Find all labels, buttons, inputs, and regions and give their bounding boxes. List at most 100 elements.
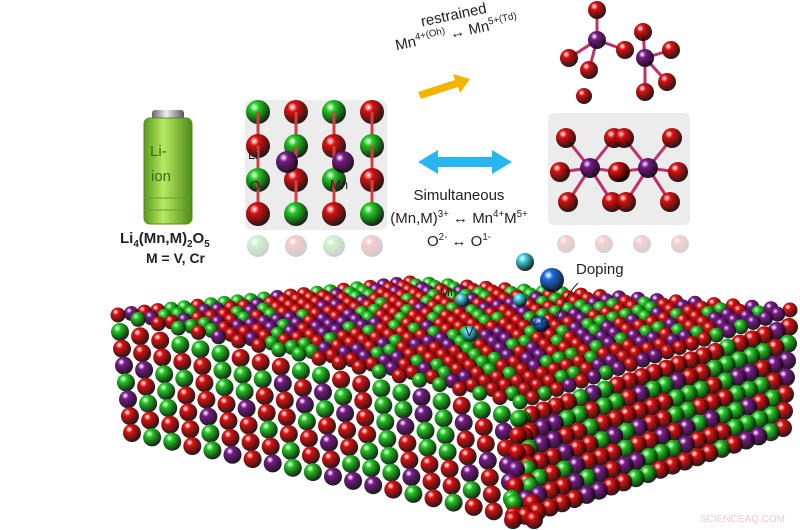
oxygen-atom xyxy=(576,88,592,104)
oxygen-atom xyxy=(671,235,689,253)
battery-icon xyxy=(143,110,193,225)
oxygen-atom xyxy=(509,426,527,445)
manganese-atom xyxy=(745,315,761,330)
lithium-atom xyxy=(374,396,393,415)
oxygen-atom xyxy=(356,408,375,427)
oxygen-atom xyxy=(557,235,575,253)
manganese-atom xyxy=(332,151,354,173)
manganese-atom xyxy=(402,468,421,486)
oxygen-atom xyxy=(358,425,377,444)
label-o: O xyxy=(250,178,261,193)
manganese-atom xyxy=(344,471,363,490)
manganese-atom xyxy=(494,422,513,441)
manganese-atom xyxy=(396,417,415,436)
manganese-atom xyxy=(721,323,737,339)
oxygen-atom xyxy=(219,412,238,430)
dopant-definition: M = V, Cr xyxy=(146,250,206,266)
oxygen-atom xyxy=(181,420,200,439)
manganese-atom xyxy=(635,352,651,368)
manganese-atom xyxy=(610,361,626,376)
oxygen-atom xyxy=(580,61,598,79)
lithium-atom xyxy=(163,432,182,451)
oxygen-atom xyxy=(193,357,212,376)
manganese-atom xyxy=(478,451,497,470)
lithium-atom xyxy=(111,322,129,341)
blue-double-arrow xyxy=(418,150,512,174)
yellow-arrow xyxy=(418,74,470,99)
lithium-atom xyxy=(360,202,384,226)
manganese-atom xyxy=(638,158,658,178)
manganese-atom xyxy=(561,377,577,393)
manganese-atom xyxy=(580,158,600,178)
oxygen-atom xyxy=(246,202,270,226)
oxygen-atom xyxy=(659,344,675,360)
oxygen-atom xyxy=(177,386,196,405)
lithium-atom xyxy=(291,362,310,380)
oxygen-atom xyxy=(221,428,240,447)
doping-pointer xyxy=(555,282,579,323)
lithium-atom xyxy=(416,421,435,440)
lithium-atom xyxy=(297,412,316,431)
lithium-atom xyxy=(211,344,230,363)
oxygen-atom xyxy=(400,451,419,470)
oxygen-atom xyxy=(195,374,214,392)
oxygen-atom xyxy=(384,480,403,499)
oxygen-atom xyxy=(614,128,634,148)
oxygen-atom xyxy=(424,489,443,508)
oxygen-atom xyxy=(660,192,680,212)
oxygen-atom xyxy=(398,434,417,453)
oxygen-atom xyxy=(422,472,441,491)
unit-cell-structure xyxy=(246,100,384,257)
watermark: SCIENCEAQ.COM xyxy=(700,514,786,525)
oxygen-atom xyxy=(110,307,126,323)
oxygen-atom xyxy=(131,327,150,346)
oxygen-atom xyxy=(556,128,576,148)
lithium-atom xyxy=(170,320,186,336)
manganese-atom xyxy=(364,476,383,495)
oxygen-atom xyxy=(179,403,198,422)
oxygen-atom xyxy=(275,391,294,410)
lithium-atom xyxy=(444,493,463,512)
manganese-atom xyxy=(414,405,433,423)
lithium-atom xyxy=(376,413,395,432)
oxygen-atom xyxy=(623,356,638,372)
oxygen-atom xyxy=(560,49,578,67)
oxygen-atom xyxy=(293,378,312,397)
manganese-atom xyxy=(295,395,314,414)
lithium-atom xyxy=(360,442,379,461)
dopant-atoms xyxy=(516,253,564,292)
lithium-atom xyxy=(171,335,190,354)
oxygen-atom xyxy=(456,430,475,449)
oxygen-atom xyxy=(452,396,471,415)
lithium-atom xyxy=(708,327,724,343)
oxygen-atom xyxy=(480,468,499,487)
slab-label-mn: Mn xyxy=(440,285,457,299)
oxygen-atom xyxy=(277,408,296,427)
oxygen-atom xyxy=(190,324,206,340)
lithium-atom xyxy=(372,379,391,398)
lithium-atom xyxy=(378,430,397,448)
lithium-atom xyxy=(281,441,300,460)
oxygen-atom xyxy=(151,331,170,350)
oxygen-atom xyxy=(464,497,483,516)
chromium-atom xyxy=(540,268,564,292)
oxygen-atom xyxy=(558,192,578,212)
lithium-atom xyxy=(598,365,614,381)
oxygen-atom xyxy=(634,23,652,41)
manganese-atom xyxy=(314,383,332,402)
oxygen-atom xyxy=(133,344,152,363)
lithium-atom xyxy=(203,441,222,460)
lithium-atom xyxy=(175,369,194,388)
oxygen-atom xyxy=(318,416,336,435)
lithium-atom xyxy=(235,382,254,401)
tetrahedral-structure xyxy=(560,1,680,104)
oxygen-atom xyxy=(658,73,676,91)
manganese-atom xyxy=(263,454,282,473)
chromium-atom xyxy=(533,316,549,332)
doping-label: Doping xyxy=(576,261,624,278)
manganese-atom xyxy=(412,388,431,407)
lithium-atom xyxy=(392,383,411,402)
oxygen-atom xyxy=(243,450,262,469)
lithium-atom xyxy=(259,420,278,439)
lithium-atom xyxy=(334,387,353,406)
